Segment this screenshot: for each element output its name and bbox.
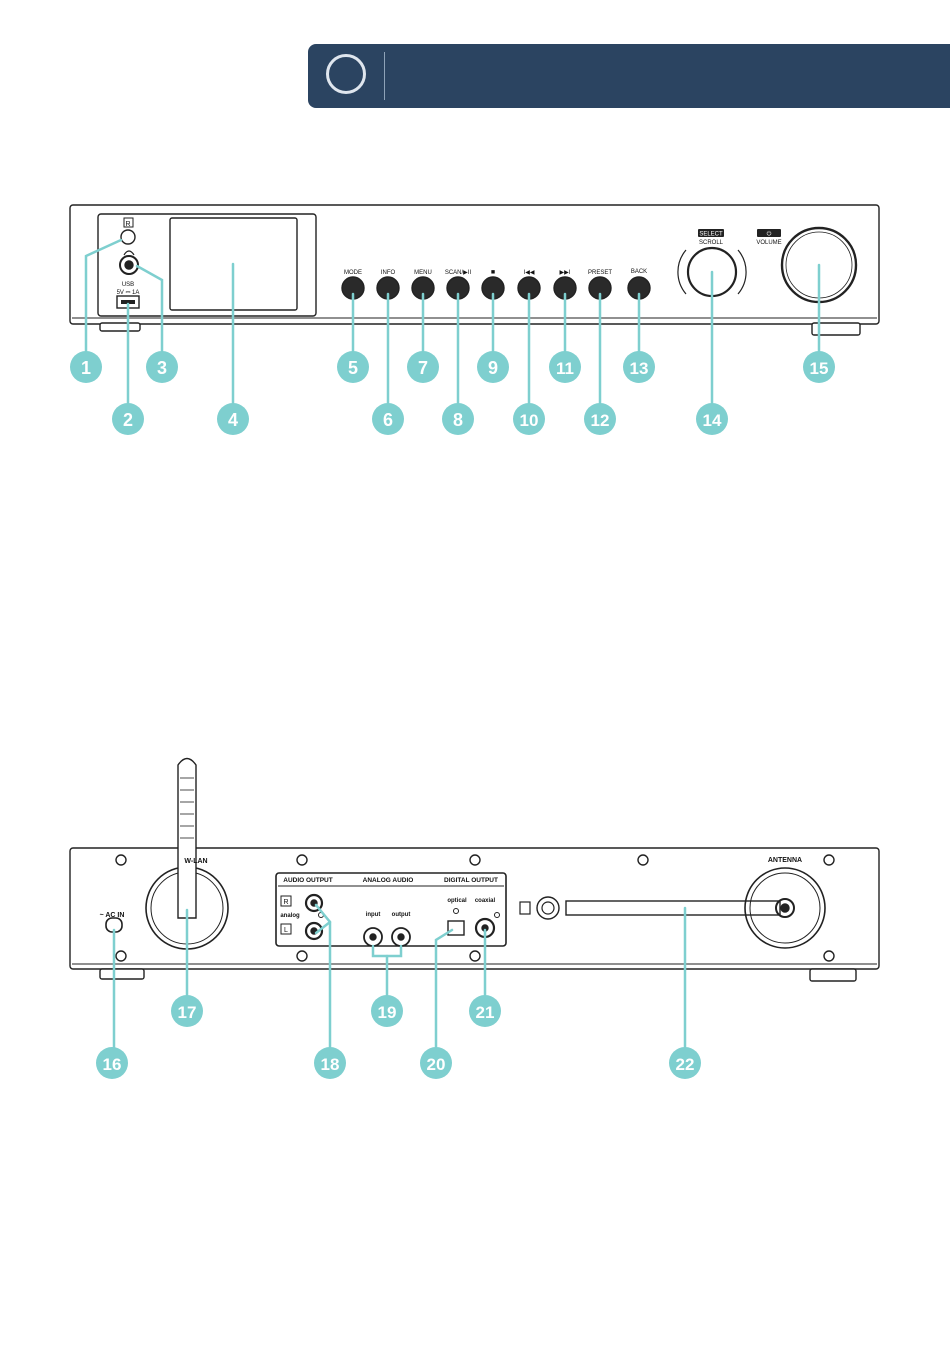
antenna-connector-core — [781, 904, 789, 912]
scan-label: SCAN/▶II — [445, 270, 472, 276]
scroll-label: SCROLL — [699, 240, 724, 246]
callout-15: 15 — [803, 351, 835, 383]
optical-label: optical — [447, 898, 467, 904]
svg-text:16: 16 — [103, 1055, 122, 1074]
rca-l-label: L — [284, 927, 288, 934]
svg-text:7: 7 — [418, 358, 428, 378]
callout-4: 4 — [217, 403, 249, 435]
svg-text:21: 21 — [476, 1003, 495, 1022]
svg-text:10: 10 — [520, 411, 539, 430]
rear-callouts: 16 17 18 19 20 21 22 — [96, 995, 701, 1079]
fm-telescopic-antenna[interactable] — [566, 901, 780, 915]
callout-12: 12 — [584, 403, 616, 435]
callout-22: 22 — [669, 1047, 701, 1079]
audio-output-label: AUDIO OUTPUT — [283, 877, 333, 884]
front-panel-body — [70, 205, 879, 324]
callout-13: 13 — [623, 351, 655, 383]
analog-input-core — [370, 934, 376, 940]
svg-text:13: 13 — [630, 359, 649, 378]
callout-8: 8 — [442, 403, 474, 435]
callout-6: 6 — [372, 403, 404, 435]
ac-in-label: ~ AC IN — [100, 912, 125, 919]
callout-19: 19 — [371, 995, 403, 1027]
analog-output-core — [398, 934, 404, 940]
preset-label: PRESET — [588, 270, 612, 276]
digital-output-label: DIGITAL OUTPUT — [444, 877, 498, 884]
usb-label: USB — [122, 282, 134, 288]
svg-text:2: 2 — [123, 410, 133, 430]
callout-17: 17 — [171, 995, 203, 1027]
wlan-label: W-LAN — [184, 858, 207, 865]
svg-text:18: 18 — [321, 1055, 340, 1074]
volume-label: VOLUME — [756, 240, 781, 246]
svg-text:11: 11 — [556, 359, 574, 378]
svg-text:20: 20 — [427, 1055, 446, 1074]
select-label: SELECT — [699, 232, 723, 238]
rear-panel — [70, 759, 879, 982]
svg-text:3: 3 — [157, 358, 167, 378]
callout-21: 21 — [469, 995, 501, 1027]
analog-audio-label: ANALOG AUDIO — [363, 877, 414, 884]
front-foot-left — [100, 323, 140, 331]
coaxial-label: coaxial — [475, 898, 496, 904]
callout-16: 16 — [96, 1047, 128, 1079]
analog-label: analog — [280, 913, 300, 919]
antenna-label: ANTENNA — [768, 857, 802, 864]
svg-text:15: 15 — [810, 359, 829, 378]
svg-text:14: 14 — [703, 411, 722, 430]
callout-11: 11 — [549, 351, 581, 383]
front-callouts: 1 2 3 4 5 6 7 8 9 10 11 12 13 14 15 — [70, 351, 835, 435]
svg-text:9: 9 — [488, 358, 498, 378]
callout-18: 18 — [314, 1047, 346, 1079]
svg-text:17: 17 — [178, 1003, 197, 1022]
svg-text:5: 5 — [348, 358, 358, 378]
svg-text:8: 8 — [453, 410, 463, 430]
headphone-jack-core — [125, 261, 133, 269]
callout-5: 5 — [337, 351, 369, 383]
callout-7: 7 — [407, 351, 439, 383]
mode-label: MODE — [344, 270, 362, 276]
menu-label: MENU — [414, 270, 432, 276]
back-label: BACK — [631, 269, 647, 275]
svg-text:6: 6 — [383, 410, 393, 430]
svg-text:4: 4 — [228, 410, 238, 430]
callout-1: 1 — [70, 351, 102, 383]
input-label: input — [366, 912, 381, 918]
front-panel — [70, 205, 879, 335]
output-label: output — [392, 912, 411, 918]
callout-2: 2 — [112, 403, 144, 435]
callout-20: 20 — [420, 1047, 452, 1079]
callout-10: 10 — [513, 403, 545, 435]
info-label: INFO — [381, 270, 396, 276]
next-label: ▶▶I — [560, 270, 571, 276]
svg-text:12: 12 — [591, 411, 610, 430]
svg-text:22: 22 — [676, 1055, 695, 1074]
stop-label: ■ — [491, 269, 495, 276]
rear-foot-left — [100, 969, 144, 979]
rear-foot-right — [810, 969, 856, 981]
callout-14: 14 — [696, 403, 728, 435]
svg-text:19: 19 — [378, 1003, 397, 1022]
power-icon: ⏻ — [767, 231, 772, 238]
callout-9: 9 — [477, 351, 509, 383]
callout-3: 3 — [146, 351, 178, 383]
svg-text:1: 1 — [81, 358, 91, 378]
prev-label: I◀◀ — [524, 270, 535, 276]
usb-spec-label: 5V ⎓ 1A — [117, 290, 140, 296]
rca-r-label: R — [283, 899, 288, 906]
front-r-label: R — [125, 221, 130, 228]
